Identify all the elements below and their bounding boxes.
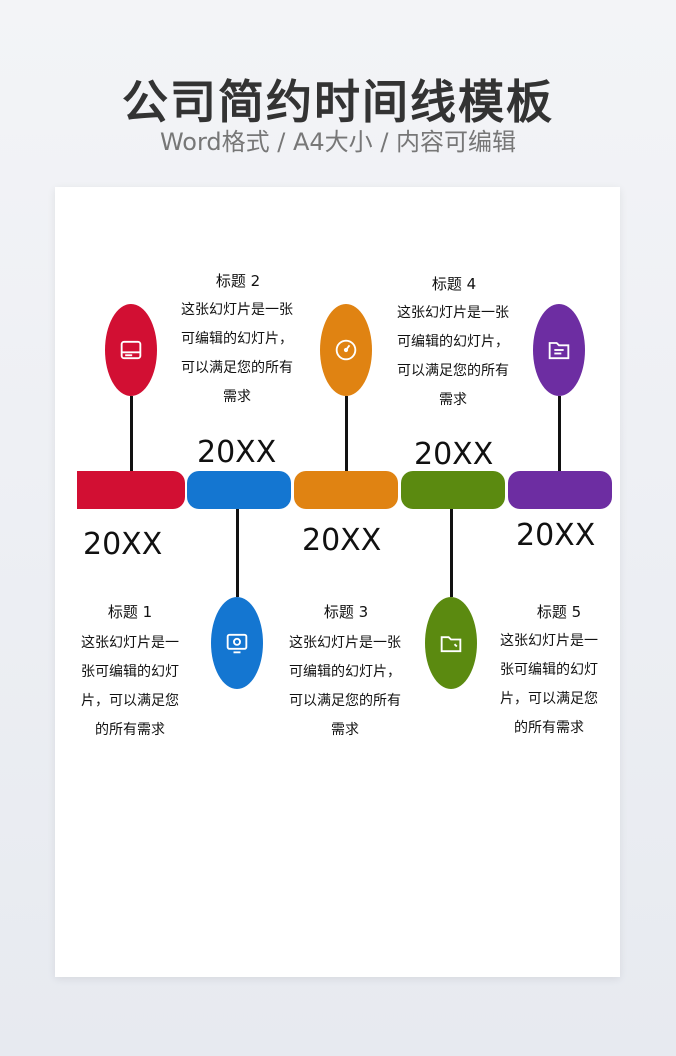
milestone-3-stem xyxy=(345,396,348,471)
monitor-settings-icon xyxy=(226,633,248,654)
page-title: 公司简约时间线模板 xyxy=(122,75,554,129)
hard-drive-icon xyxy=(120,340,142,360)
milestone-4-marker xyxy=(425,597,477,689)
milestone-4-year: 20XX xyxy=(414,437,494,472)
milestone-5-year: 20XX xyxy=(516,518,596,553)
milestone-2-body: 这张幻灯片是一张可编辑的幻灯片，可以满足您的所有需求 xyxy=(181,302,293,405)
milestone-3-body: 这张幻灯片是一张可编辑的幻灯片，可以满足您的所有需求 xyxy=(289,635,401,738)
milestone-5-marker xyxy=(533,304,585,396)
folder-icon xyxy=(440,636,462,653)
page-subtitle: Word格式 / A4大小 / 内容可编辑 xyxy=(159,128,517,156)
milestone-1-year: 20XX xyxy=(83,527,163,562)
milestone-5-body: 这张幻灯片是一张可编辑的幻灯片，可以满足您的所有需求 xyxy=(500,633,598,736)
milestone-3-title: 标题 3 xyxy=(323,603,369,621)
timeline-segment-3 xyxy=(294,471,398,509)
timeline-segment-2 xyxy=(187,471,291,509)
gauge-icon xyxy=(335,339,357,361)
milestone-4-body: 这张幻灯片是一张可编辑的幻灯片，可以满足您的所有需求 xyxy=(397,305,509,408)
milestone-5-stem xyxy=(558,396,561,471)
milestone-2-title: 标题 2 xyxy=(215,272,261,290)
milestone-5-title: 标题 5 xyxy=(536,603,582,621)
milestone-2-marker xyxy=(211,597,263,689)
document-page: 20XX 标题 1 这张幻灯片是一张可编辑的幻灯片，可以满足您的所有需求 标题 … xyxy=(55,187,620,977)
milestone-1-title: 标题 1 xyxy=(107,603,153,621)
milestone-1-marker xyxy=(105,304,157,396)
milestone-1-body: 这张幻灯片是一张可编辑的幻灯片，可以满足您的所有需求 xyxy=(81,635,179,738)
milestone-4-title: 标题 4 xyxy=(431,275,477,293)
milestone-1-stem xyxy=(130,396,133,471)
milestone-3-marker xyxy=(320,304,372,396)
document-folder-icon xyxy=(548,342,570,360)
milestone-2-year: 20XX xyxy=(197,435,277,470)
timeline-segment-5 xyxy=(508,471,612,509)
milestone-4-stem xyxy=(450,509,453,597)
milestone-2-stem xyxy=(236,509,239,597)
timeline-segment-4 xyxy=(401,471,505,509)
milestone-3-year: 20XX xyxy=(302,523,382,558)
timeline-segment-1 xyxy=(77,471,185,509)
